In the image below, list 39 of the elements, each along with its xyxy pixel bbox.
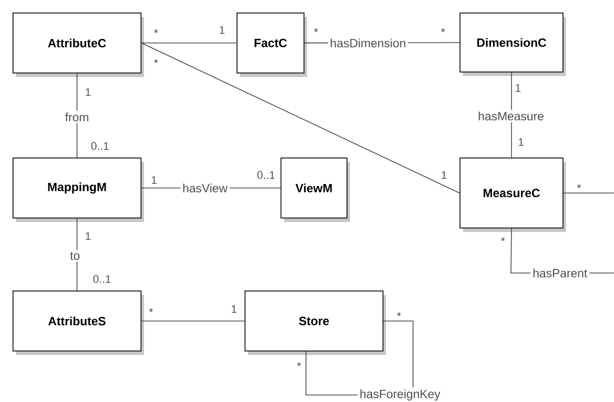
edge-label: to bbox=[68, 250, 82, 262]
multiplicity-label: * bbox=[397, 312, 401, 316]
association-line bbox=[141, 42, 237, 44]
edge-label: hasDimension bbox=[328, 36, 408, 50]
edge-label: hasParent bbox=[530, 266, 590, 280]
multiplicity-label: * bbox=[441, 28, 445, 32]
multiplicity-label: 1 bbox=[86, 232, 91, 240]
multiplicity-label: * bbox=[577, 184, 581, 188]
class-box: AttributeC bbox=[12, 12, 144, 77]
association-line bbox=[76, 218, 78, 291]
multiplicity-label: 0..1 bbox=[91, 142, 109, 150]
class-box: Store bbox=[244, 290, 386, 355]
class-box: MappingM bbox=[12, 158, 144, 222]
multiplicity-label: 1 bbox=[516, 84, 521, 92]
multiplicity-label: * bbox=[154, 29, 158, 34]
class-box: ViewM bbox=[280, 158, 350, 222]
multiplicity-label: * bbox=[314, 28, 318, 32]
multiplicity-label: * bbox=[154, 59, 158, 64]
edge-label: hasMeasure bbox=[476, 110, 546, 122]
multiplicity-label: 1 bbox=[442, 171, 447, 179]
multiplicity-label: 1 bbox=[232, 305, 237, 313]
multiplicity-label: 1 bbox=[518, 138, 524, 146]
association-line bbox=[141, 42, 460, 194]
class-box: FactC bbox=[236, 12, 307, 77]
edge-label: hasForeignKey bbox=[358, 387, 442, 402]
multiplicity-label: 0..1 bbox=[93, 275, 111, 283]
multiplicity-label: * bbox=[149, 308, 153, 312]
edge-label: hasView bbox=[180, 182, 230, 194]
multiplicity-label: 1 bbox=[220, 26, 225, 34]
class-box: MeasureC bbox=[460, 158, 566, 232]
multiplicity-label: 1 bbox=[152, 176, 157, 184]
edge-label: from bbox=[63, 110, 91, 124]
class-box: AttributeS bbox=[12, 290, 144, 355]
multiplicity-label: * bbox=[501, 237, 505, 242]
class-box: DimensionC bbox=[460, 12, 566, 76]
multiplicity-label: * bbox=[297, 362, 301, 366]
association-line bbox=[141, 320, 245, 322]
multiplicity-label: 0..1 bbox=[257, 171, 275, 179]
multiplicity-label: 1 bbox=[86, 88, 91, 96]
